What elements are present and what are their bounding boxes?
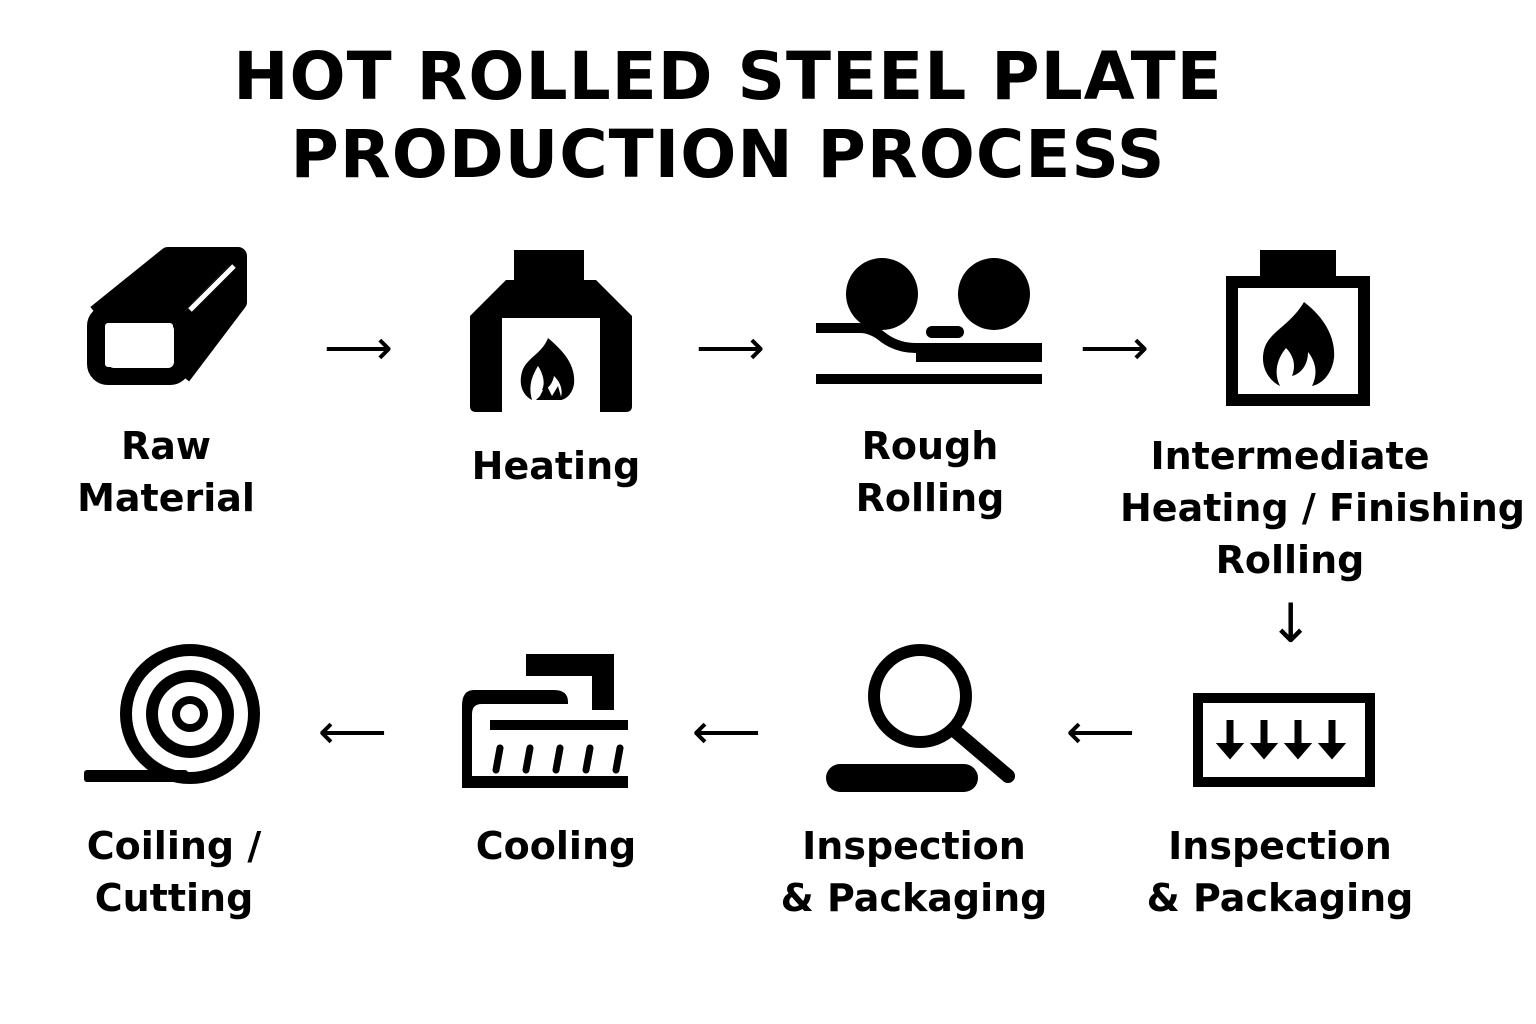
step-label-rough-rolling: Rough Rolling: [830, 420, 1030, 524]
diagram-title-line-1: HOT ROLLED STEEL PLATE: [233, 38, 1223, 115]
step-label-line: Rolling: [1215, 538, 1365, 582]
step-label-line: Intermediate: [1150, 434, 1430, 478]
step-label-heating: Heating: [456, 440, 656, 492]
step-label-line: Cooling: [475, 824, 637, 868]
step-label-raw-material: Raw Material: [66, 420, 266, 524]
step-label-cooling: Cooling: [456, 820, 656, 872]
step-label-line: Inspection: [1168, 824, 1392, 868]
flow-arrow-left-3: ⟵: [318, 704, 387, 760]
flow-arrow-left-1: ⟵: [1066, 704, 1135, 760]
rolling-mill-icon: [816, 258, 1042, 384]
step-label-line: Rough: [861, 424, 999, 468]
pressure-box-icon: [1193, 693, 1375, 787]
magnifier-icon: [826, 644, 1015, 792]
flow-arrow-left-2: ⟵: [692, 704, 761, 760]
step-label-line: Inspection: [802, 824, 1026, 868]
flow-arrow-down: ↓: [1268, 592, 1314, 655]
coil-icon: [84, 644, 260, 784]
step-label-line: Material: [77, 476, 255, 520]
step-label-line: & Packaging: [1146, 876, 1414, 920]
step-label-line: Heating: [471, 444, 641, 488]
heating-box-icon: [1226, 250, 1370, 406]
diagram-title-line-2: PRODUCTION PROCESS: [290, 116, 1166, 193]
step-label-inspection-packaging-right: Inspection & Packaging: [1140, 820, 1420, 924]
flow-arrow-right-3: ⟶: [1080, 320, 1149, 376]
step-label-line: Rolling: [855, 476, 1005, 520]
furnace-icon: [470, 250, 632, 412]
step-label-intermediate-heating: Intermediate Heating / Finishing Rolling: [1120, 430, 1526, 586]
step-label-line: Heating / Finishing: [1120, 486, 1526, 530]
cooling-bed-icon: [462, 654, 628, 788]
flow-arrow-right-1: ⟶: [324, 320, 393, 376]
step-label-line: Coiling /: [86, 824, 262, 868]
step-label-line: Cutting: [94, 876, 254, 920]
step-label-line: & Packaging: [780, 876, 1048, 920]
step-label-inspection-packaging-left: Inspection & Packaging: [774, 820, 1054, 924]
step-label-coiling-cutting: Coiling / Cutting: [74, 820, 274, 924]
step-label-line: Raw: [120, 424, 211, 468]
steel-bar-icon: [87, 247, 247, 385]
flow-arrow-right-2: ⟶: [696, 320, 765, 376]
